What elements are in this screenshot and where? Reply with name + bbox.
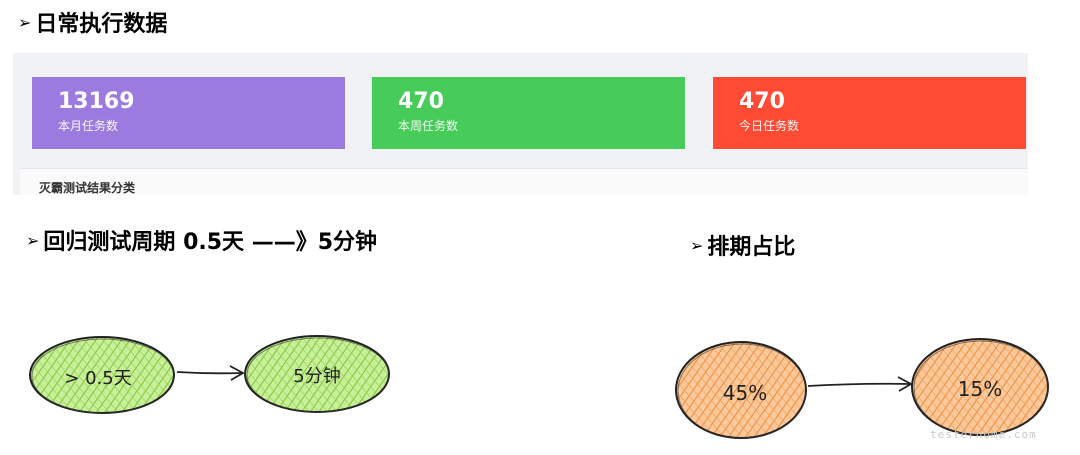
heading-regression-cycle-text: 回归测试周期 0.5天 ——》5分钟	[43, 230, 378, 255]
stat-card-week[interactable]: 470 本周任务数	[372, 77, 685, 149]
watermark: testerhome.com	[930, 428, 1037, 441]
stat-card-week-value: 470	[398, 89, 444, 114]
schedule-arrow	[807, 376, 913, 392]
schedule-from-oval	[675, 341, 807, 439]
stat-card-month-value: 13169	[58, 89, 135, 114]
regression-to-label: 5分钟	[293, 366, 341, 387]
arrow-bullet-icon: ➢	[18, 12, 32, 32]
stat-card-week-label: 本周任务数	[398, 119, 459, 133]
heading-daily-data: ➢ 日常执行数据	[18, 6, 167, 38]
schedule-to-label: 15%	[957, 377, 1003, 401]
heading-daily-data-text: 日常执行数据	[35, 12, 168, 37]
schedule-from-label: 45%	[722, 381, 768, 405]
heading-schedule-ratio-text: 排期占比	[707, 235, 796, 260]
heading-schedule-ratio: ➢ 排期占比	[690, 229, 795, 261]
stat-card-month-label: 本月任务数	[58, 119, 119, 133]
result-category-panel: 灭霸测试结果分类	[20, 168, 1028, 195]
arrow-bullet-icon: ➢	[690, 235, 704, 255]
dashboard-panel: 13169 本月任务数 470 本周任务数 470 今日任务数 灭霸测试结果分类	[13, 53, 1028, 195]
heading-regression-cycle: ➢ 回归测试周期 0.5天 ——》5分钟	[26, 224, 377, 256]
stat-card-today-label: 今日任务数	[739, 119, 800, 133]
regression-to-oval	[244, 335, 390, 413]
stat-card-today[interactable]: 470 今日任务数	[713, 77, 1026, 149]
schedule-to-oval	[911, 338, 1049, 436]
arrow-bullet-icon: ➢	[26, 230, 40, 250]
regression-arrow	[176, 365, 245, 381]
stat-card-month[interactable]: 13169 本月任务数	[32, 77, 345, 149]
regression-from-label: > 0.5天	[64, 368, 132, 389]
stat-card-today-value: 470	[739, 89, 785, 114]
regression-from-oval	[29, 336, 175, 414]
result-category-title: 灭霸测试结果分类	[39, 181, 136, 195]
